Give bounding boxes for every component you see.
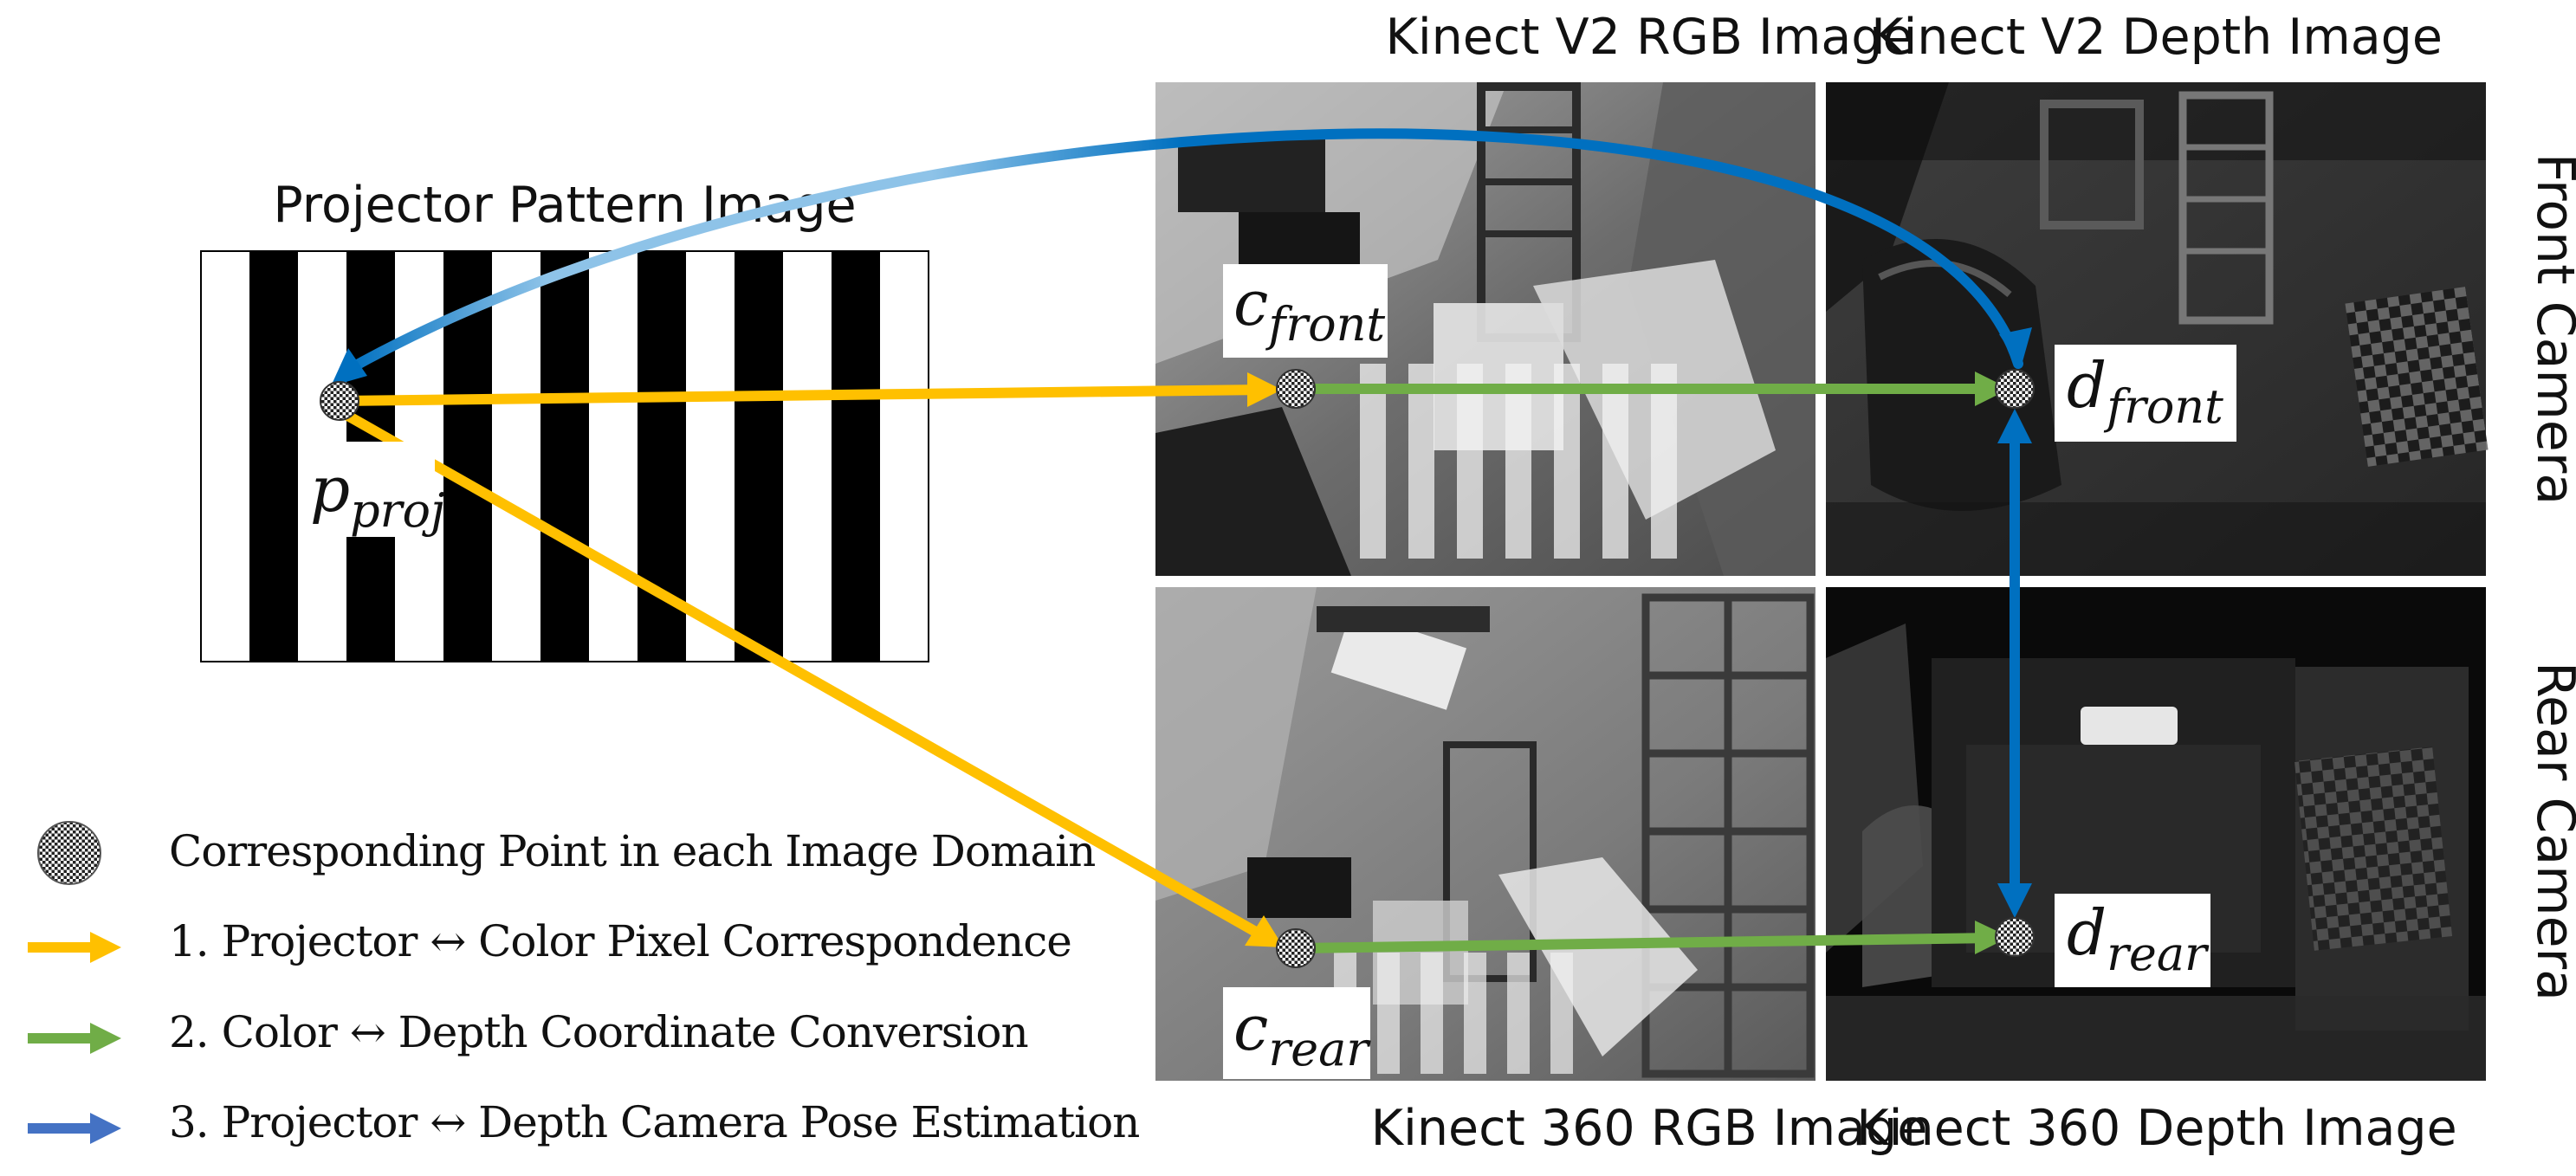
projected-stripe [1408, 364, 1434, 559]
projected-stripe [1360, 364, 1386, 559]
projector-pattern-image [200, 250, 929, 662]
pattern-stripe [735, 251, 783, 662]
point-d-front-marker [1995, 369, 2035, 409]
projected-stripe [1377, 953, 1400, 1074]
k360-depth-title: Kinect 360 Depth Image [1856, 1100, 2456, 1157]
legend-point-text: Corresponding Point in each Image Domain [169, 826, 1095, 876]
pose-arrow-vertical-head-top [1997, 409, 2032, 443]
point-d-rear-marker [1995, 917, 2035, 957]
point-c-rear-marker [1276, 928, 1316, 968]
projected-stripe [1507, 953, 1530, 1074]
legend-point-icon [37, 821, 101, 885]
legend-arrow3-text: 3. Projector ↔ Depth Camera Pose Estimat… [169, 1097, 1139, 1147]
v2-depth-title: Kinect V2 Depth Image [1871, 9, 2443, 66]
svg-text:drear: drear [2067, 896, 2210, 981]
label-p-proj: pproj [303, 442, 445, 538]
conversion-arrow-rear [1298, 933, 1993, 953]
pose-arrow-arc [341, 128, 2023, 376]
projected-stripe [1464, 953, 1486, 1074]
correspondence-arrow-front [339, 384, 1265, 406]
pattern-stripe [249, 251, 298, 662]
label-c-front: cfront [1223, 264, 1388, 358]
legend-arrow3-icon [28, 1113, 121, 1144]
svg-text:pproj: pproj [310, 453, 445, 538]
pattern-stripe [832, 251, 880, 662]
projected-stripe [1550, 953, 1573, 1074]
pose-arrow-vertical-head-bottom [1997, 883, 2032, 918]
kinect-v2-depth-image [1826, 82, 2489, 576]
legend-arrow2-icon [28, 1023, 121, 1054]
correspondence-arrow-rear-head [1245, 915, 1284, 947]
svg-text:cfront: cfront [1233, 267, 1385, 352]
legend-arrow1-icon [28, 932, 121, 963]
correspondence-arrow-rear [342, 409, 1269, 943]
label-d-front: dfront [2055, 345, 2236, 442]
pose-arrow-arc-head-depth [1999, 327, 2032, 368]
pattern-stripe [540, 251, 589, 662]
label-c-rear: crear [1223, 987, 1371, 1079]
projected-stripe [1602, 364, 1628, 559]
v2-rgb-title: Kinect V2 RGB Image [1385, 9, 1913, 66]
svg-text:dfront: dfront [2067, 349, 2223, 434]
projected-stripe [1554, 364, 1580, 559]
pattern-title: Projector Pattern Image [273, 177, 856, 234]
kinect-360-rgb-image [1155, 587, 1815, 1081]
front-camera-label: Front Camera [2525, 153, 2576, 505]
legend-arrow1-text: 1. Projector ↔ Color Pixel Correspondenc… [169, 916, 1071, 966]
conversion-arrow-rear-head [1975, 921, 2010, 954]
pose-arrow-arc-head-proj [331, 348, 367, 386]
projected-stripe [1505, 364, 1531, 559]
label-d-rear: drear [2055, 894, 2210, 987]
rear-camera-label: Rear Camera [2525, 662, 2576, 1001]
projected-stripe [1457, 364, 1483, 559]
legend: Corresponding Point in each Image Domain… [28, 821, 1140, 1147]
projected-stripe [1421, 953, 1443, 1074]
point-c-front-marker [1276, 369, 1316, 409]
k360-rgb-title: Kinect 360 RGB Image [1371, 1100, 1928, 1157]
kinect-360-depth-image [1826, 587, 2486, 1081]
point-p-proj-marker [320, 381, 359, 421]
projected-stripe [1651, 364, 1677, 559]
correspondence-arrow-front-head [1247, 372, 1282, 407]
svg-text:crear: crear [1233, 992, 1371, 1076]
conversion-arrow-front-head [1975, 372, 2010, 406]
legend-arrow2-text: 2. Color ↔ Depth Coordinate Conversion [169, 1007, 1028, 1057]
